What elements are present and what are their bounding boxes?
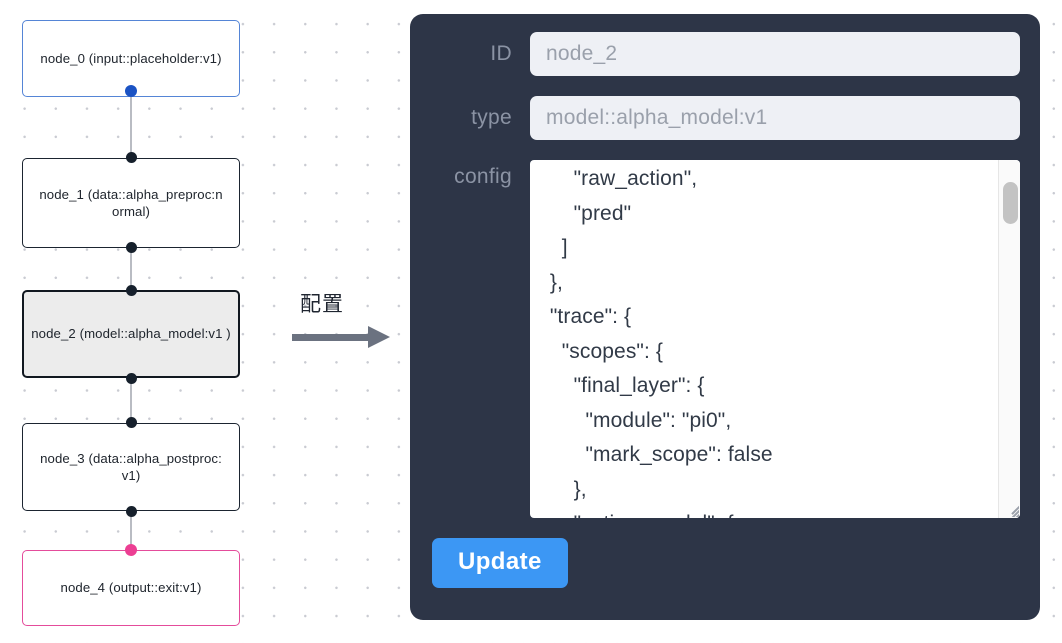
- config-textarea[interactable]: "raw_action", "pred" ] }, "trace": { "sc…: [549, 167, 773, 518]
- arrow-shaft: [292, 334, 370, 341]
- type-input[interactable]: model::alpha_model:v1: [530, 96, 1020, 140]
- config-field-label: config: [454, 165, 512, 188]
- graph-node-label: node_4 (output::exit:v1): [60, 580, 202, 596]
- graph-node-label: node_0 (input::placeholder:v1): [40, 50, 222, 66]
- edge-node_0-node_1: [130, 91, 132, 158]
- id-input[interactable]: node_2: [530, 32, 1020, 76]
- graph-node-node_4[interactable]: node_4 (output::exit:v1): [22, 550, 240, 626]
- config-textarea-wrapper[interactable]: "raw_action", "pred" ] }, "trace": { "sc…: [530, 160, 1020, 518]
- transition-arrow-label: 配置: [300, 292, 344, 316]
- type-field-label: type: [471, 106, 512, 129]
- node-handle-source-node_1[interactable]: [125, 242, 137, 253]
- node-handle-target-node_2[interactable]: [125, 285, 137, 296]
- graph-node-label: node_2 (model::alpha_model:v1 ): [31, 326, 231, 342]
- config-field-row: config "raw_action", "pred" ] }, "trace"…: [410, 160, 1040, 518]
- edge-node_1-node_2: [130, 242, 132, 290]
- node-handle-target-node_3[interactable]: [125, 417, 137, 428]
- graph-node-node_0[interactable]: node_0 (input::placeholder:v1): [22, 20, 240, 97]
- graph-node-node_2[interactable]: node_2 (model::alpha_model:v1 ): [22, 290, 240, 378]
- node-graph[interactable]: node_0 (input::placeholder:v1) node_1 (d…: [0, 0, 290, 643]
- node-handle-source-node_0[interactable]: [125, 85, 137, 97]
- node-handle-source-node_2[interactable]: [125, 373, 137, 384]
- type-field-row: type model::alpha_model:v1: [410, 96, 1040, 140]
- graph-node-node_1[interactable]: node_1 (data::alpha_preproc:n ormal): [22, 158, 240, 248]
- graph-node-label: node_1 (data::alpha_preproc:n ormal): [39, 186, 223, 220]
- node-inspector-panel: ID node_2 type model::alpha_model:v1 con…: [410, 14, 1040, 620]
- edge-node_2-node_3: [130, 372, 132, 423]
- id-field-row: ID node_2: [410, 32, 1040, 76]
- graph-node-label: node_3 (data::alpha_postproc: v1): [40, 450, 222, 484]
- type-field-control: model::alpha_model:v1: [530, 96, 1028, 140]
- edge-node_3-node_4: [130, 505, 132, 550]
- graph-node-node_3[interactable]: node_3 (data::alpha_postproc: v1): [22, 423, 240, 511]
- node-handle-target-node_4[interactable]: [125, 544, 137, 556]
- id-field-label: ID: [490, 42, 512, 65]
- config-textarea-resize-grip-icon[interactable]: [1003, 501, 1019, 517]
- node-handle-source-node_3[interactable]: [125, 506, 137, 517]
- update-button[interactable]: Update: [432, 538, 568, 588]
- arrow-head-icon: [368, 326, 390, 348]
- node-handle-target-node_1[interactable]: [125, 152, 137, 163]
- config-field-control: "raw_action", "pred" ] }, "trace": { "sc…: [530, 160, 1028, 518]
- config-textarea-scrollbar-thumb[interactable]: [1003, 182, 1018, 224]
- id-field-control: node_2: [530, 32, 1028, 76]
- transition-arrow-group: 配置: [288, 288, 396, 368]
- config-textarea-scrollbar[interactable]: [998, 160, 1020, 518]
